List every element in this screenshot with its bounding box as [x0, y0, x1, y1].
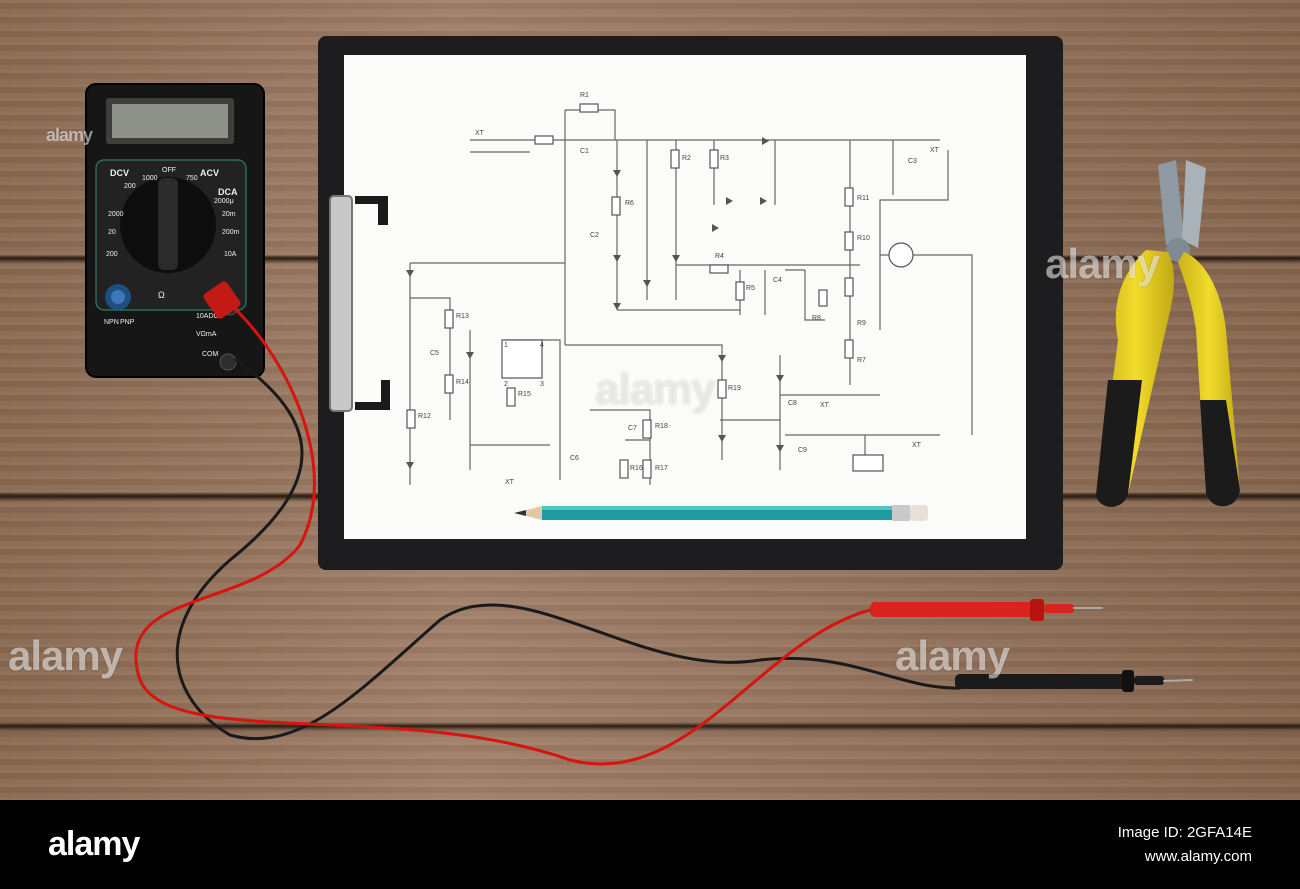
- multimeter-label: 20: [108, 229, 116, 236]
- schematic-label: XT: [912, 442, 922, 449]
- multimeter-label: 200: [106, 251, 118, 258]
- photo-scene: R1 C1 XT R2 R3 C3 R6 C2 R11 R10 R4 R5 C4…: [0, 0, 1300, 800]
- photo-illustration: R1 C1 XT R2 R3 C3 R6 C2 R11 R10 R4 R5 C4…: [85, 36, 1240, 766]
- schematic-label: C9: [798, 447, 807, 454]
- schematic-label: R6: [625, 200, 634, 207]
- schematic-label: R2: [682, 155, 691, 162]
- multimeter-label: 200: [124, 183, 136, 190]
- multimeter-label: VΩmA: [196, 331, 217, 338]
- multimeter-label: 10ADC: [196, 313, 219, 320]
- schematic-label: R15: [518, 391, 531, 398]
- multimeter-label: ACV: [200, 168, 219, 178]
- schematic-label: C3: [908, 158, 917, 165]
- site-url[interactable]: www.alamy.com: [1144, 847, 1252, 865]
- schematic-label: R17: [655, 465, 668, 472]
- schematic-label: R13: [456, 313, 469, 320]
- watermark: alamy: [1045, 240, 1160, 287]
- multimeter-label: DCV: [110, 168, 129, 178]
- multimeter-dial[interactable]: [158, 178, 178, 270]
- schematic-label: C2: [590, 232, 599, 239]
- multimeter-label: 200m: [222, 229, 240, 236]
- schematic-paper: [344, 55, 1026, 539]
- footer-logo[interactable]: alamy: [48, 825, 140, 863]
- schematic-label: R16: [630, 465, 643, 472]
- schematic-label: R5: [746, 285, 755, 292]
- schematic-labels: R1 C1 XT R2 R3 C3 R6 C2 R11 R10 R4 R5 C4…: [418, 92, 940, 486]
- schematic-label: XT: [475, 130, 485, 137]
- schematic-label: C1: [580, 148, 589, 155]
- watermark: alamy: [8, 632, 123, 679]
- schematic-label: C4: [773, 277, 782, 284]
- schematic-label: C6: [570, 455, 579, 462]
- multimeter: DCV OFF ACV DCA 1000 750 200 2000 20 200…: [85, 83, 265, 378]
- schematic-label: C8: [788, 400, 797, 407]
- multimeter-label: PNP: [120, 319, 135, 326]
- multimeter-label: 750: [186, 175, 198, 182]
- test-leads: [134, 281, 1193, 766]
- multimeter-label: DCA: [218, 187, 238, 197]
- schematic-label: C7: [628, 425, 637, 432]
- clipboard: [318, 36, 1063, 570]
- footer-meta: Image ID: 2GFA14E www.alamy.com: [1118, 821, 1252, 869]
- multimeter-label: 10A: [224, 251, 237, 258]
- schematic-label: R3: [720, 155, 729, 162]
- image-id: Image ID: 2GFA14E: [1117, 823, 1252, 841]
- schematic-label: R11: [857, 195, 869, 202]
- schematic-label: R14: [456, 379, 469, 386]
- schematic-label: R9: [857, 320, 866, 327]
- multimeter-label: OFF: [162, 167, 176, 174]
- schematic-label: 3: [540, 381, 544, 388]
- clipboard-clip: [329, 195, 353, 412]
- schematic-label: C5: [430, 350, 439, 357]
- multimeter-label: 20m: [222, 211, 236, 218]
- schematic-label: XT: [505, 479, 515, 486]
- schematic-label: R4: [715, 253, 724, 260]
- schematic-label: R19: [728, 385, 741, 392]
- multimeter-label: Ω: [158, 290, 165, 300]
- multimeter-label: 2000μ: [214, 198, 234, 205]
- multimeter-label: COM: [202, 351, 219, 358]
- watermark: alamy: [595, 365, 716, 414]
- watermark: alamy: [895, 632, 1010, 679]
- schematic-label: R1: [580, 92, 589, 99]
- multimeter-label: 1000: [142, 175, 158, 182]
- multimeter-label: NPN: [104, 319, 119, 326]
- schematic-label: 2: [504, 381, 508, 388]
- pliers: [1096, 160, 1240, 507]
- watermark: alamy: [46, 125, 93, 145]
- schematic-label: R8: [812, 315, 821, 322]
- schematic-label: R10: [857, 235, 870, 242]
- schematic-label: R12: [418, 413, 431, 420]
- pencil: [514, 505, 928, 521]
- circuit-schematic: [406, 103, 973, 485]
- multimeter-label: 2000: [108, 211, 124, 218]
- red-probe[interactable]: [870, 602, 1035, 617]
- schematic-label: R18: [655, 423, 668, 430]
- schematic-label: XT: [820, 402, 830, 409]
- schematic-label: 1: [504, 342, 508, 349]
- black-probe[interactable]: [955, 674, 1127, 689]
- schematic-label: XT: [930, 147, 940, 154]
- schematic-label: R7: [857, 357, 866, 364]
- multimeter-display: [112, 104, 228, 138]
- schematic-label: 4: [540, 342, 544, 349]
- footer-bar: alamy Image ID: 2GFA14E www.alamy.com: [0, 800, 1300, 889]
